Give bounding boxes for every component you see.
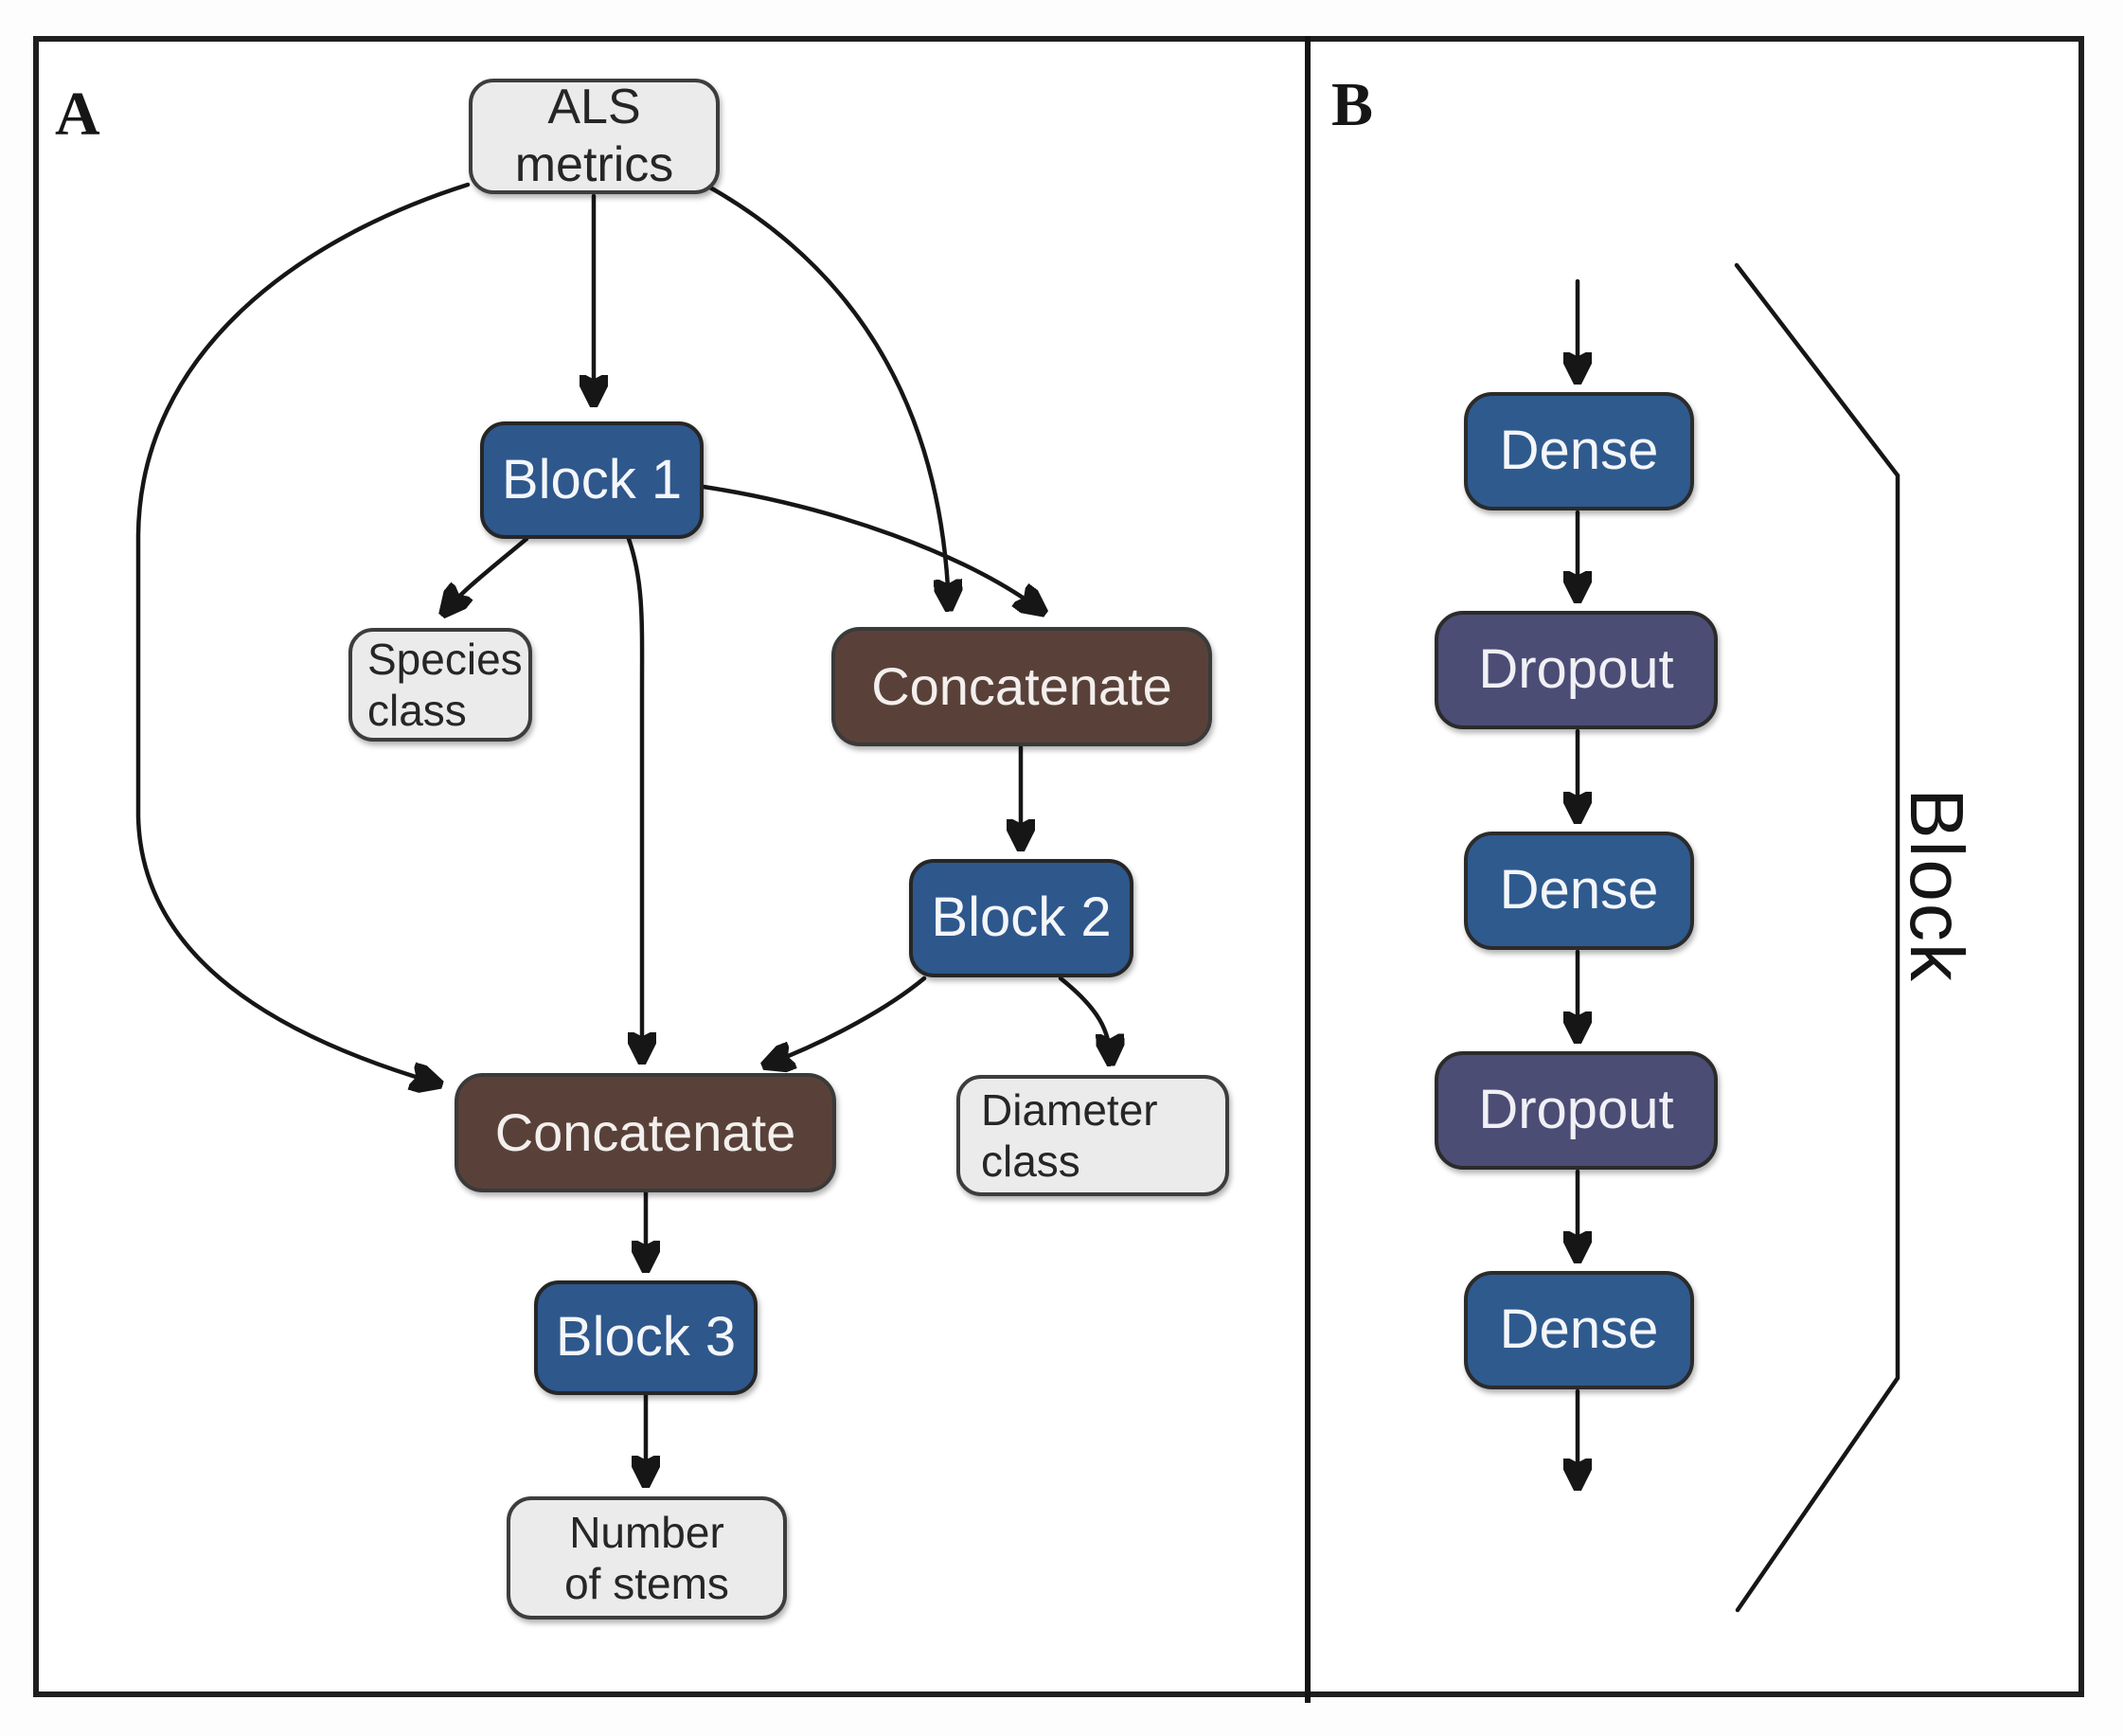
edge-block1-to-concatenate1 bbox=[701, 484, 1042, 611]
node-b-dense-1: Dense bbox=[1464, 392, 1694, 510]
edge-block1-to-species bbox=[445, 536, 529, 612]
node-b-dense-2: Dense bbox=[1464, 832, 1694, 950]
node-concatenate-2: Concatenate bbox=[455, 1073, 836, 1192]
edge-als-to-concatenate2 bbox=[135, 182, 471, 1083]
node-b-dropout-1: Dropout bbox=[1435, 611, 1718, 729]
edge-als-to-concatenate1 bbox=[707, 185, 949, 606]
edge-block2-to-diameter bbox=[1058, 975, 1111, 1061]
panel-a-label: A bbox=[55, 80, 100, 149]
block-bracket bbox=[1734, 262, 1900, 1613]
node-b-dropout-2: Dropout bbox=[1435, 1051, 1718, 1170]
panel-divider bbox=[1305, 36, 1311, 1703]
block-bracket-label: Block bbox=[1895, 788, 1979, 983]
edge-block1-to-concatenate2 bbox=[626, 536, 642, 1059]
node-diameter-class: Diameter class bbox=[956, 1075, 1229, 1196]
node-b-dense-3: Dense bbox=[1464, 1271, 1694, 1389]
node-number-of-stems: Number of stems bbox=[507, 1496, 787, 1620]
node-species-class: Species class bbox=[348, 628, 532, 742]
node-block1: Block 1 bbox=[480, 421, 704, 539]
panel-b-label: B bbox=[1331, 70, 1374, 139]
node-block2: Block 2 bbox=[909, 859, 1133, 977]
node-block3: Block 3 bbox=[534, 1280, 758, 1395]
node-concatenate-1: Concatenate bbox=[831, 627, 1212, 746]
node-als-metrics: ALS metrics bbox=[469, 79, 720, 194]
edge-block2-to-concatenate2 bbox=[767, 975, 927, 1065]
